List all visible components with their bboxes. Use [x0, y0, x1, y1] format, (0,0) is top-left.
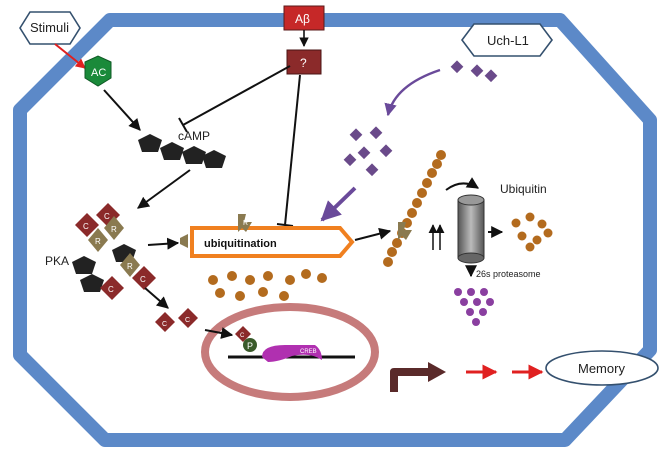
ubiquitin-free-beads [208, 269, 327, 301]
peptide-fragments [454, 288, 494, 326]
free-c-subunits: C C [155, 308, 198, 332]
stimuli-label: Stimuli [30, 20, 69, 35]
released-ubiquitin [511, 212, 553, 252]
svg-text:C: C [140, 275, 146, 284]
ac-label: AC [91, 67, 106, 79]
memory-label: Memory [578, 361, 625, 376]
unknown-factor-node: ? [286, 49, 322, 75]
svg-text:C: C [108, 285, 114, 294]
equilibrium-arrows [428, 224, 445, 250]
svg-text:C: C [162, 321, 167, 328]
svg-text:P: P [247, 341, 253, 351]
ubiquitination-label: ubiquitination [204, 238, 277, 250]
pka-to-ubiquitination-arrow [147, 237, 180, 250]
polyubiquitin-chain [383, 150, 446, 267]
svg-text:C: C [240, 333, 245, 339]
unknown-factor-label: ? [300, 56, 307, 70]
abeta-node: Aβ [283, 5, 325, 31]
abeta-label: Aβ [295, 12, 310, 26]
proteasome-cylinder [457, 194, 485, 264]
creb-phosphate-icon: C P [235, 326, 257, 352]
c-to-nucleus-arrow [204, 327, 234, 339]
stimuli-to-ac-arrow [54, 43, 86, 69]
gene-expression-arrow [390, 362, 446, 392]
ac-to-camp-arrow [103, 89, 141, 131]
unknown-inhibits-camp [182, 65, 291, 126]
memory-node: Memory [545, 350, 659, 386]
r-subunit-icon: R [238, 214, 252, 232]
ubiquitination-to-chain-arrow [354, 227, 392, 241]
nucleus [201, 303, 379, 401]
proteasome-label: 26s proteasome [476, 269, 541, 279]
chain-to-proteasome-curve [445, 177, 480, 191]
uchl1-node: Uch-L1 [461, 23, 553, 57]
svg-text:R: R [95, 237, 101, 246]
pka-complex: C C R R R C C [72, 203, 156, 300]
uchl1-cluster [343, 126, 393, 177]
camp-label: cAMP [178, 129, 210, 143]
uchl1-to-ubiquitination-arrow [320, 186, 357, 222]
ubiquitin-label: Ubiquitin [500, 182, 547, 196]
camp-node [138, 134, 226, 168]
stimuli-node: Stimuli [19, 11, 81, 45]
svg-text:C: C [185, 317, 190, 324]
camp-to-pka-arrow [137, 169, 191, 209]
cell-membrane [13, 13, 657, 447]
uchl1-label: Uch-L1 [487, 33, 529, 48]
ac-node: AC [84, 55, 112, 87]
pka-label: PKA [45, 254, 69, 268]
svg-text:C: C [83, 222, 89, 231]
svg-text:R: R [243, 220, 248, 227]
unknown-inhibits-ubiquitination [284, 74, 301, 226]
chain-r-subunit-icon [398, 222, 412, 240]
svg-text:R: R [127, 262, 133, 271]
uchl1-dimers [450, 60, 498, 83]
creb-protein [262, 345, 322, 362]
pka-to-free-c-arrow [144, 287, 169, 309]
svg-text:R: R [111, 225, 117, 234]
r-subunit-left-icon [180, 234, 188, 248]
svg-text:C: C [104, 212, 110, 221]
uchl1-curve-arrow [384, 68, 441, 117]
ubiquitination-box: ubiquitination [190, 226, 355, 258]
creb-label: CREB [300, 349, 317, 355]
